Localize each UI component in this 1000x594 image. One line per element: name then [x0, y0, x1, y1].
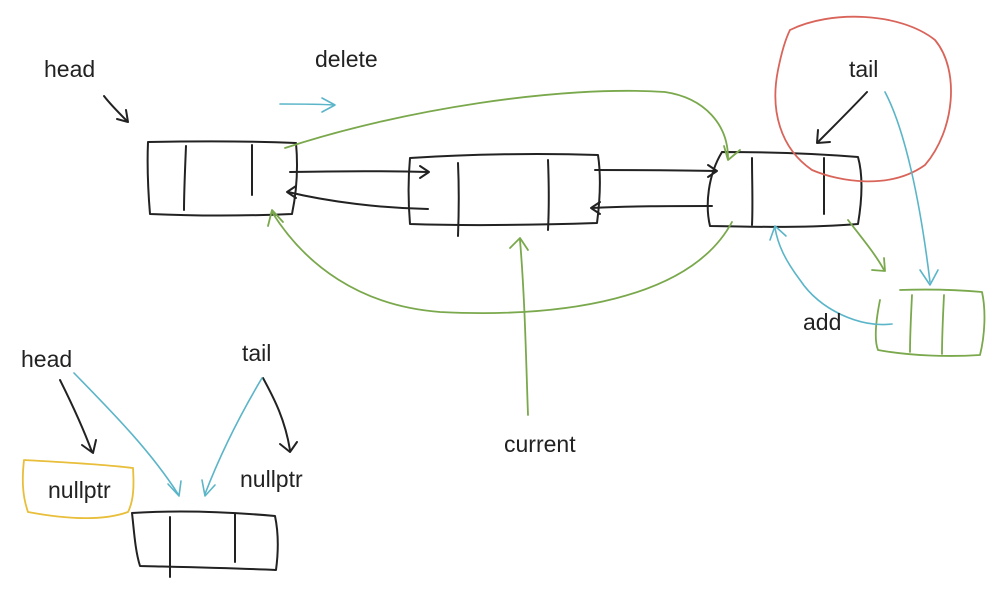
current-label: current [504, 431, 576, 457]
delete-label: delete [315, 46, 378, 72]
arrow-node2-to-node1 [286, 185, 429, 210]
new-node-prev-arrow [769, 225, 893, 326]
nullptr-label-right: nullptr [240, 466, 303, 492]
add-label: add [803, 309, 841, 335]
current-pointer-arrow [509, 237, 529, 416]
tail-highlight-circle [774, 15, 952, 183]
node-2 [407, 153, 601, 237]
tail-label-top: tail [849, 56, 878, 82]
nullptr-label-left: nullptr [48, 477, 111, 503]
head-bottom-blue-arrow [73, 372, 182, 497]
head-pointer-arrow [103, 95, 129, 123]
arrow-node1-to-node2 [289, 165, 430, 179]
head-label-bottom: head [21, 346, 72, 372]
new-node [874, 288, 986, 357]
single-node [131, 510, 279, 578]
nullptr-highlight-box [21, 459, 135, 519]
tail-label-bottom: tail [242, 340, 271, 366]
head-bottom-black-arrow [59, 379, 97, 454]
arrow-node2-to-node3 [594, 164, 718, 178]
tail-bottom-blue-arrow [201, 377, 263, 497]
head-label-top: head [44, 56, 95, 82]
node-3 [706, 151, 863, 228]
tail-bottom-black-arrow [262, 377, 298, 453]
bypass-arrow-prev [267, 209, 733, 314]
node-1 [146, 140, 298, 217]
arrow-node3-to-node2 [590, 201, 713, 215]
tail-pointer-arrow [816, 91, 868, 144]
next-to-new-node-arrow [847, 219, 886, 272]
bypass-arrow-next [284, 89, 741, 161]
delete-direction-arrow [279, 97, 336, 113]
tail-to-new-node-arrow [884, 91, 939, 286]
